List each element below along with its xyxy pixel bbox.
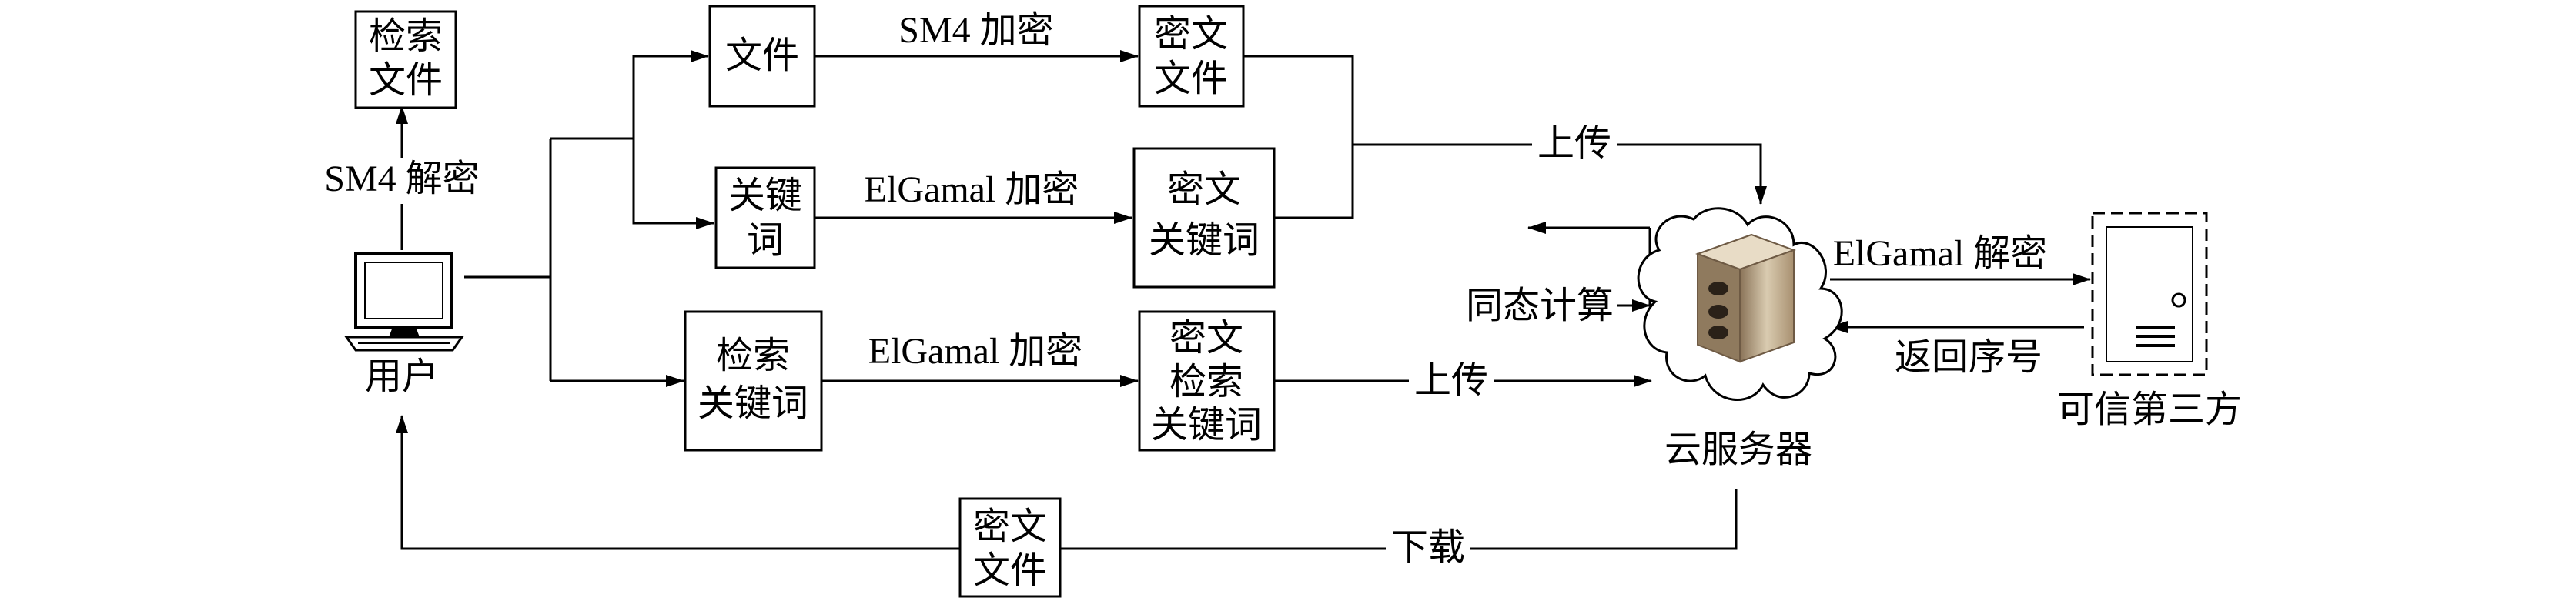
label-sm4-decrypt: SM4 解密 bbox=[324, 159, 479, 199]
cipher-keyword-line1: 密文 bbox=[1167, 169, 1241, 210]
label-homomorphic: 同态计算 bbox=[1466, 285, 1614, 326]
search-file-line1: 检索 bbox=[369, 16, 443, 57]
label-upload-search: 上传 bbox=[1414, 360, 1488, 401]
label-elgamal-decrypt: ElGamal 解密 bbox=[1833, 233, 2048, 274]
cipher-search-keyword-line2: 检索 bbox=[1169, 362, 1243, 402]
user-label: 用户 bbox=[365, 356, 439, 397]
trusted-third-party-label: 可信第三方 bbox=[2057, 389, 2242, 430]
label-upload-top: 上传 bbox=[1537, 123, 1611, 164]
arrow-upload-top bbox=[1353, 143, 1767, 205]
download-cipher-file-line1: 密文 bbox=[973, 506, 1047, 547]
cipher-keyword-line2: 关键词 bbox=[1149, 220, 1260, 261]
cloud-server-label: 云服务器 bbox=[1664, 429, 1812, 470]
file-box: 文件 bbox=[708, 5, 816, 108]
search-keyword-line2: 关键词 bbox=[698, 383, 808, 424]
download-cipher-file-line2: 文件 bbox=[973, 550, 1047, 591]
label-elgamal-encrypt-search: ElGamal 加密 bbox=[868, 331, 1083, 372]
arrow-to-keyword bbox=[632, 139, 714, 229]
cipher-file-top-line1: 密文 bbox=[1154, 14, 1228, 55]
trusted-server-icon bbox=[2091, 212, 2208, 376]
download-cipher-file-box: 密文 文件 bbox=[958, 497, 1062, 598]
search-file-line2: 文件 bbox=[369, 60, 443, 101]
cipher-keyword-box: 密文 关键词 bbox=[1132, 147, 1276, 289]
search-keyword-line1: 检索 bbox=[716, 336, 790, 376]
search-file-box: 检索 文件 bbox=[354, 10, 457, 109]
label-elgamal-encrypt-keyword: ElGamal 加密 bbox=[865, 169, 1079, 210]
search-keyword-box: 检索 关键词 bbox=[684, 310, 823, 452]
computer-icon bbox=[344, 252, 464, 352]
cipher-search-keyword-line3: 关键词 bbox=[1151, 405, 1262, 446]
label-return-index: 返回序号 bbox=[1895, 337, 2042, 378]
cipher-search-keyword-box: 密文 检索 关键词 bbox=[1138, 310, 1276, 452]
cipher-search-keyword-line1: 密文 bbox=[1169, 318, 1243, 359]
cipher-file-top-line2: 文件 bbox=[1154, 58, 1228, 99]
label-sm4-encrypt: SM4 加密 bbox=[898, 10, 1053, 51]
arrow-to-file bbox=[550, 50, 709, 140]
cloud-server-icon bbox=[1637, 207, 1843, 401]
arrow-download bbox=[396, 415, 1738, 550]
file-label: 文件 bbox=[725, 35, 799, 76]
label-download: 下载 bbox=[1391, 527, 1465, 568]
keyword-line1: 关键 bbox=[728, 175, 802, 216]
line-upload-merge bbox=[1243, 55, 1354, 219]
cipher-file-top-box: 密文 文件 bbox=[1138, 5, 1245, 108]
keyword-box: 关键 词 bbox=[714, 166, 816, 269]
keyword-line2: 词 bbox=[747, 220, 784, 261]
